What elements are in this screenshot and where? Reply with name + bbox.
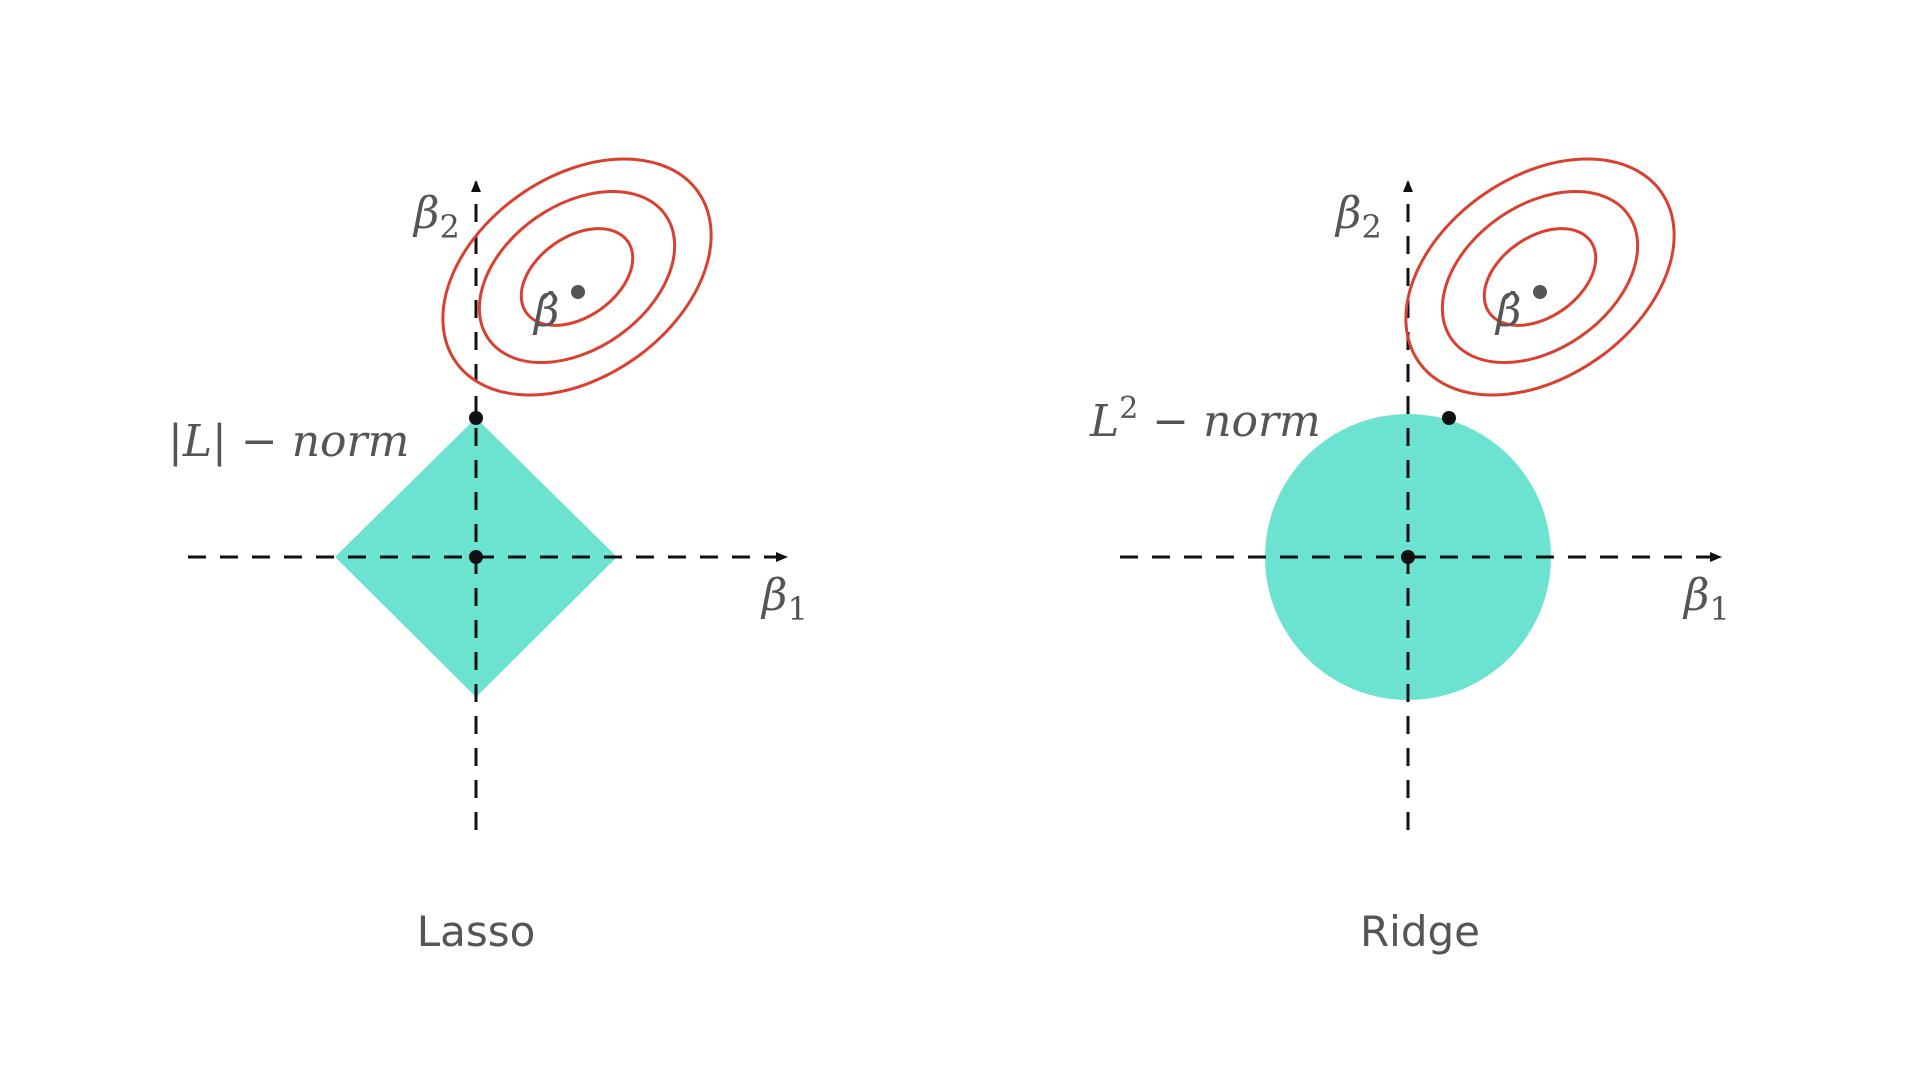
ridge-contour-middle [1440,189,1640,365]
ridge-norm-label: L2 − norm [1089,391,1321,447]
lasso-x-axis-label: β1 [760,570,808,628]
ridge-tangent-point [1442,411,1456,425]
ridge-contour-outer [1404,157,1676,397]
lasso-origin-point [469,550,483,564]
lasso-contour-inner [519,227,635,327]
lasso-tangent-point [469,411,483,425]
lasso-panel: β̂ β2 β1 |L| − norm Lasso [168,157,808,956]
lasso-estimate-point [571,285,585,299]
lasso-contour-outer [441,157,713,397]
lasso-contour-middle [477,189,677,365]
lasso-caption: Lasso [417,907,536,956]
lasso-contours [441,157,713,397]
ridge-caption: Ridge [1360,907,1480,956]
lasso-norm-label: |L| − norm [168,416,409,467]
ridge-contour-inner [1482,227,1598,327]
lasso-y-axis-label: β2 [412,188,460,246]
ridge-estimate-label: β̂ [1494,286,1521,337]
ridge-origin-point [1401,550,1415,564]
ridge-contours [1404,157,1676,397]
ridge-panel: β̂ β2 β1 L2 − norm Ridge [1089,157,1730,956]
lasso-estimate-label: β̂ [532,286,559,337]
ridge-x-axis-label: β1 [1682,570,1730,628]
ridge-y-axis-label: β2 [1334,188,1382,246]
ridge-estimate-point [1533,285,1547,299]
